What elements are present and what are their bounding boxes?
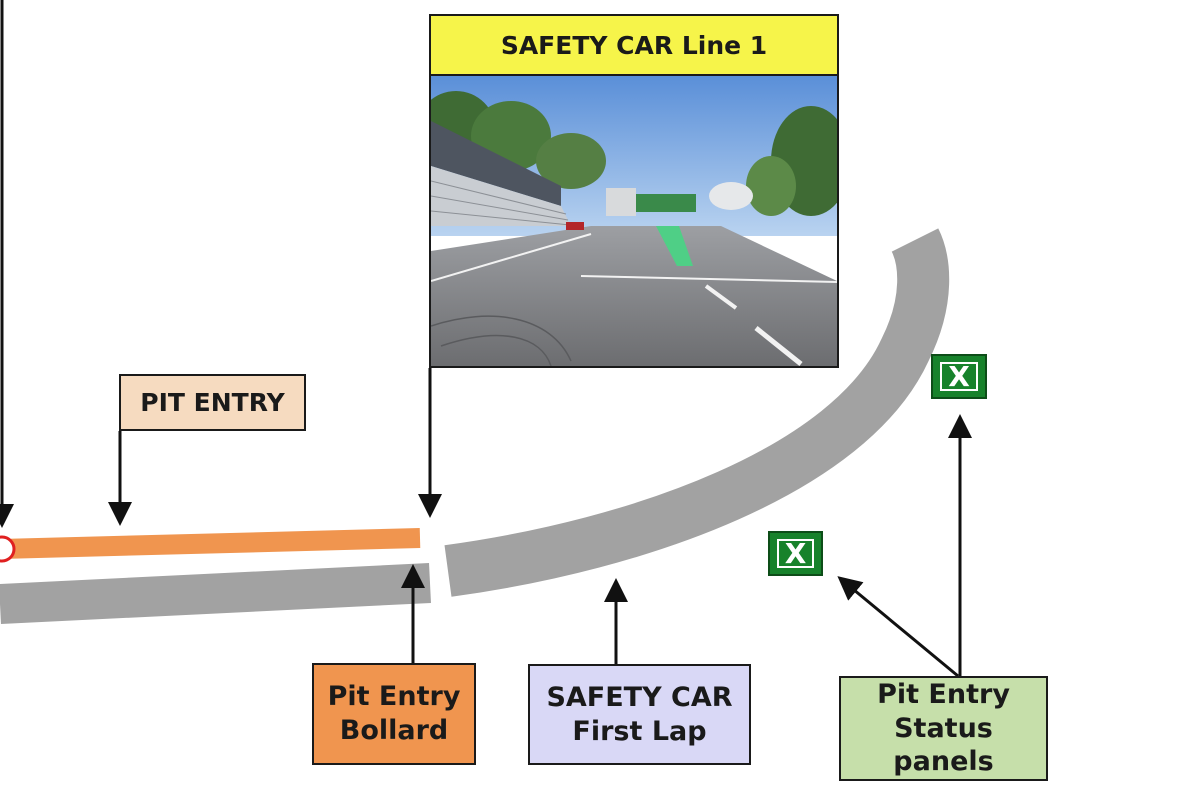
- safety-car-line-1-title: SAFETY CAR Line 1: [431, 16, 837, 76]
- bollard-line-2: Bollard: [339, 715, 449, 746]
- status-panels-line-2: Status panels: [893, 712, 994, 778]
- bollard-marker: [0, 535, 16, 563]
- pit-entry-bollard-label: Pit Entry Bollard: [312, 663, 476, 765]
- pit-entry-label: PIT ENTRY: [119, 374, 306, 431]
- pit-entry-text: PIT ENTRY: [140, 387, 285, 417]
- pit-entry-status-panels-label: Pit Entry Status panels: [839, 676, 1048, 781]
- status-panel-x-icon: X: [939, 362, 979, 391]
- track-curve: [444, 228, 950, 597]
- arrow-status-lower: [837, 576, 959, 678]
- status-panels-line-1: Pit Entry: [877, 678, 1010, 710]
- safety-car-line-1-card: SAFETY CAR Line 1: [429, 14, 839, 368]
- bollard-line-1: Pit Entry: [327, 681, 461, 713]
- status-panel-lower: X: [768, 531, 823, 576]
- trackside-photo: [431, 76, 837, 366]
- safety-car-first-lap-label: SAFETY CAR First Lap: [528, 664, 751, 765]
- pit-lane: [0, 528, 421, 559]
- status-panel-x-icon: X: [776, 539, 815, 568]
- first-lap-line-1: SAFETY CAR: [546, 681, 733, 713]
- status-panel-upper: X: [931, 354, 987, 399]
- first-lap-line-2: First Lap: [572, 715, 707, 747]
- track-main-straight: [0, 563, 431, 624]
